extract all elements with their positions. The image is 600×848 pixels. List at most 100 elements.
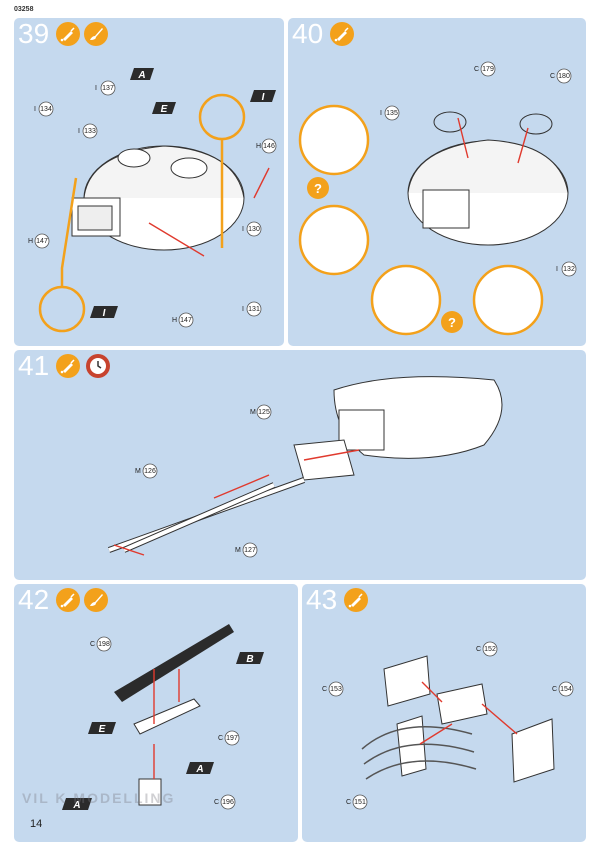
step-number: 41 bbox=[18, 350, 50, 381]
svg-text:M: M bbox=[235, 547, 241, 554]
svg-text:127: 127 bbox=[244, 547, 256, 554]
svg-text:?: ? bbox=[448, 315, 456, 330]
part-label: 134 I bbox=[34, 101, 54, 117]
svg-text:H: H bbox=[28, 238, 33, 245]
svg-text:135: 135 bbox=[386, 110, 398, 117]
paint-tag: A bbox=[186, 762, 214, 775]
glue-icon bbox=[56, 588, 80, 612]
svg-text:C: C bbox=[346, 799, 351, 806]
svg-text:197: 197 bbox=[226, 735, 238, 742]
svg-text:C: C bbox=[550, 73, 555, 80]
part-label: 132 I bbox=[556, 261, 577, 277]
watermark: VIL K MODELLING bbox=[22, 790, 176, 806]
svg-text:H: H bbox=[256, 143, 261, 150]
help-callout: ? bbox=[307, 177, 329, 199]
svg-text:I: I bbox=[242, 226, 244, 233]
svg-text:A: A bbox=[72, 800, 80, 811]
svg-text:I: I bbox=[95, 85, 97, 92]
svg-text:I: I bbox=[78, 128, 80, 135]
svg-text:C: C bbox=[90, 641, 95, 648]
svg-text:I: I bbox=[380, 110, 382, 117]
svg-text:154: 154 bbox=[560, 686, 572, 693]
svg-text:C: C bbox=[476, 646, 481, 653]
glue-icon bbox=[330, 22, 354, 46]
paint-tag: A bbox=[62, 798, 92, 811]
step-number: 39 bbox=[18, 18, 50, 49]
paint-brush-icon bbox=[84, 22, 108, 46]
svg-text:152: 152 bbox=[484, 646, 496, 653]
help-callout: ? bbox=[441, 311, 463, 333]
svg-text:196: 196 bbox=[222, 799, 234, 806]
svg-text:M: M bbox=[135, 468, 141, 475]
svg-text:I: I bbox=[34, 106, 36, 113]
svg-text:I: I bbox=[556, 266, 558, 273]
step-number: 43 bbox=[306, 584, 338, 615]
svg-text:?: ? bbox=[314, 181, 322, 196]
svg-text:H: H bbox=[172, 317, 177, 324]
glue-icon bbox=[56, 22, 80, 46]
glue-icon bbox=[344, 588, 368, 612]
svg-text:146: 146 bbox=[263, 143, 275, 150]
svg-text:I: I bbox=[262, 92, 265, 103]
svg-text:I: I bbox=[103, 308, 106, 319]
svg-text:131: 131 bbox=[248, 306, 260, 313]
page-number: 14 bbox=[30, 818, 43, 830]
svg-text:C: C bbox=[214, 799, 219, 806]
svg-text:126: 126 bbox=[144, 468, 156, 475]
svg-text:B: B bbox=[246, 654, 253, 665]
glue-icon bbox=[56, 354, 80, 378]
svg-text:179: 179 bbox=[482, 66, 494, 73]
clock-icon bbox=[86, 354, 110, 378]
svg-text:E: E bbox=[99, 724, 106, 735]
svg-text:180: 180 bbox=[558, 73, 570, 80]
paint-tag: I bbox=[250, 90, 276, 103]
svg-text:198: 198 bbox=[98, 641, 110, 648]
product-code: 03258 bbox=[14, 6, 34, 13]
part-label: 133 I bbox=[78, 123, 98, 139]
svg-text:137: 137 bbox=[102, 85, 114, 92]
svg-text:147: 147 bbox=[180, 317, 192, 324]
svg-text:134: 134 bbox=[40, 106, 52, 113]
svg-text:A: A bbox=[195, 764, 203, 775]
svg-text:130: 130 bbox=[248, 226, 260, 233]
svg-text:147: 147 bbox=[36, 238, 48, 245]
svg-text:C: C bbox=[474, 66, 479, 73]
paint-tag: E bbox=[152, 102, 176, 115]
svg-text:C: C bbox=[552, 686, 557, 693]
svg-text:C: C bbox=[218, 735, 223, 742]
part-label: 137 I bbox=[95, 80, 116, 96]
svg-text:132: 132 bbox=[563, 266, 575, 273]
part-label: 130 I bbox=[242, 221, 262, 237]
svg-text:M: M bbox=[250, 409, 256, 416]
paint-tag: E bbox=[88, 722, 116, 735]
svg-text:153: 153 bbox=[330, 686, 342, 693]
part-label: 135 I bbox=[380, 105, 400, 121]
svg-text:133: 133 bbox=[84, 128, 96, 135]
step-number: 40 bbox=[292, 18, 324, 49]
svg-text:E: E bbox=[161, 104, 168, 115]
